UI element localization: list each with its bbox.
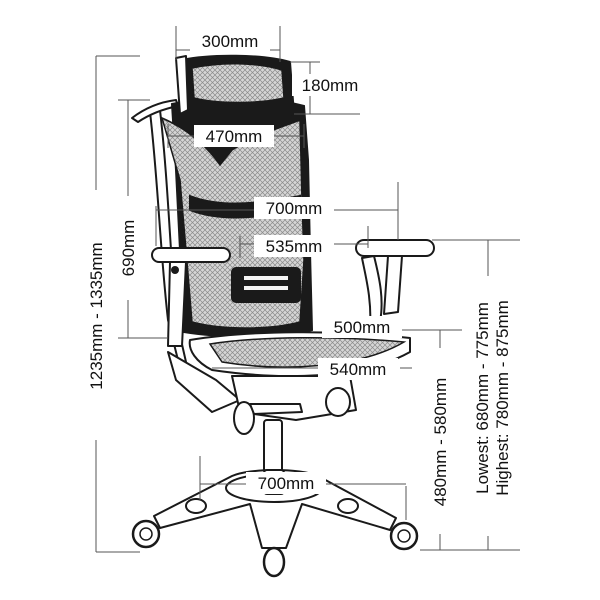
inner-arm-width-label: 535mm bbox=[266, 237, 323, 256]
backrest-width-label: 470mm bbox=[206, 127, 263, 146]
armrest-lowest-label: Lowest: 680mm - 775mm bbox=[473, 302, 492, 494]
overall-height-label: 1235mm - 1335mm bbox=[87, 242, 106, 389]
seat-height-label: 480mm - 580mm bbox=[431, 378, 450, 506]
armrest-highest-label: Highest: 780mm - 875mm bbox=[493, 300, 512, 496]
dimension-labels: 300mm 180mm 470mm 700mm 535mm 500mm 540m… bbox=[87, 30, 512, 506]
headrest-height-label: 180mm bbox=[302, 76, 359, 95]
headrest-width-label: 300mm bbox=[202, 32, 259, 51]
backrest-height-label: 690mm bbox=[119, 220, 138, 277]
base-diameter-label: 700mm bbox=[258, 474, 315, 493]
seat-width-label: 540mm bbox=[330, 360, 387, 379]
chair-illustration bbox=[131, 54, 435, 578]
overall-width-label: 700mm bbox=[266, 199, 323, 218]
seat-depth-label: 500mm bbox=[334, 318, 391, 337]
